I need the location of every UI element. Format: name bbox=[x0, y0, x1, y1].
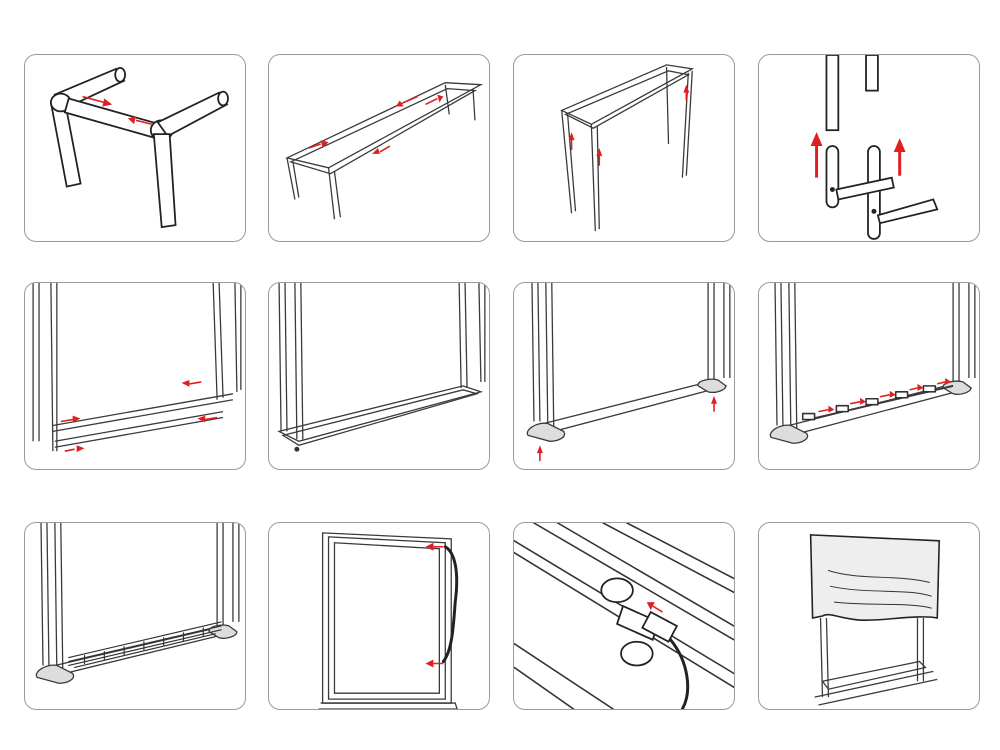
bottom-rail-illustration bbox=[32, 283, 242, 453]
step-3-panel bbox=[513, 54, 735, 242]
elbow-joint-illustration bbox=[49, 66, 229, 229]
plug-connector-closeup-illustration bbox=[514, 523, 734, 709]
step-10-panel bbox=[268, 522, 490, 710]
step-1-panel bbox=[24, 54, 246, 242]
attach-light-bars-illustration bbox=[769, 283, 976, 444]
attach-feet-illustration bbox=[526, 283, 731, 462]
top-rail-frame-illustration bbox=[285, 82, 484, 220]
step-9-panel bbox=[24, 522, 246, 710]
step-4-panel bbox=[758, 54, 980, 242]
power-cable-routing-illustration bbox=[318, 532, 459, 709]
step-12-panel bbox=[758, 522, 980, 710]
step-7-panel bbox=[513, 282, 735, 470]
fabric-graphic-install-illustration bbox=[809, 534, 941, 706]
complete-frame-illustration bbox=[277, 283, 486, 452]
step-2-panel bbox=[268, 54, 490, 242]
step-5-panel bbox=[24, 282, 246, 470]
step-8-panel bbox=[758, 282, 980, 470]
step-6-panel bbox=[268, 282, 490, 470]
upright-connection-illustration bbox=[810, 55, 939, 240]
leg-insertion-illustration bbox=[560, 64, 695, 232]
light-bars-installed-illustration bbox=[35, 523, 240, 684]
step-11-panel bbox=[513, 522, 735, 710]
